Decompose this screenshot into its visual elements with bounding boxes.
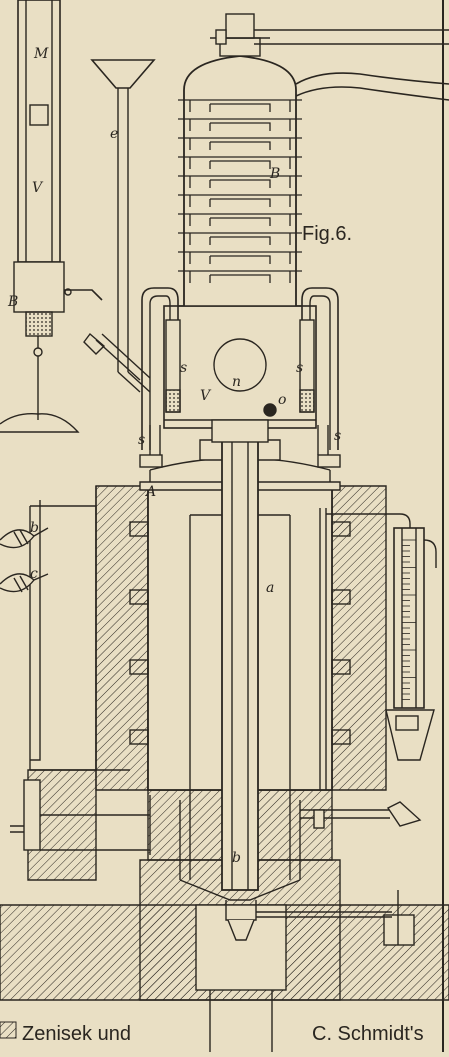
column-plate xyxy=(178,194,302,207)
label-s-left-inner: s xyxy=(180,360,187,376)
column-plate xyxy=(178,270,302,283)
label-b-left: b xyxy=(30,520,39,536)
label-M: M xyxy=(33,46,49,62)
middle-chamber xyxy=(141,287,339,450)
column-plate xyxy=(178,137,302,150)
column-plate xyxy=(178,213,302,226)
label-o: o xyxy=(278,392,286,408)
collar-ring xyxy=(139,425,341,468)
label-s-right-outer: s xyxy=(334,428,341,444)
column-plate xyxy=(178,99,302,112)
figure-label: Fig.6. xyxy=(302,223,352,245)
column-plate xyxy=(178,251,302,264)
furnace-door xyxy=(10,779,151,855)
left-measure-apparatus xyxy=(0,0,103,433)
column-plate xyxy=(178,232,302,245)
label-s-left-outer: s xyxy=(138,432,145,448)
right-gauge xyxy=(300,508,437,829)
furnace-masonry xyxy=(0,485,449,1052)
hatched-swatch-icon xyxy=(0,1021,17,1039)
footer-left-text: Zenisek und xyxy=(22,1023,131,1045)
label-n: n xyxy=(232,374,241,390)
left-coils xyxy=(0,527,49,593)
footer-right-text: C. Schmidt's xyxy=(312,1023,424,1045)
label-V-center: V xyxy=(200,388,212,404)
column-plate xyxy=(178,118,302,131)
label-c-left: c xyxy=(30,566,38,582)
label-B-left: B xyxy=(7,294,18,310)
feed-funnel xyxy=(83,59,156,393)
column-plates xyxy=(178,99,302,283)
label-A: A xyxy=(144,484,156,500)
column-plate xyxy=(178,175,302,188)
label-V-left: V xyxy=(32,180,44,196)
label-s-right-inner: s xyxy=(296,360,303,376)
label-b-center: b xyxy=(232,850,241,866)
label-B-column: B xyxy=(269,166,280,182)
gauge-scale-ticks xyxy=(402,539,416,700)
label-a: a xyxy=(266,580,274,596)
label-e: e xyxy=(110,126,118,142)
column-plate xyxy=(178,156,302,169)
